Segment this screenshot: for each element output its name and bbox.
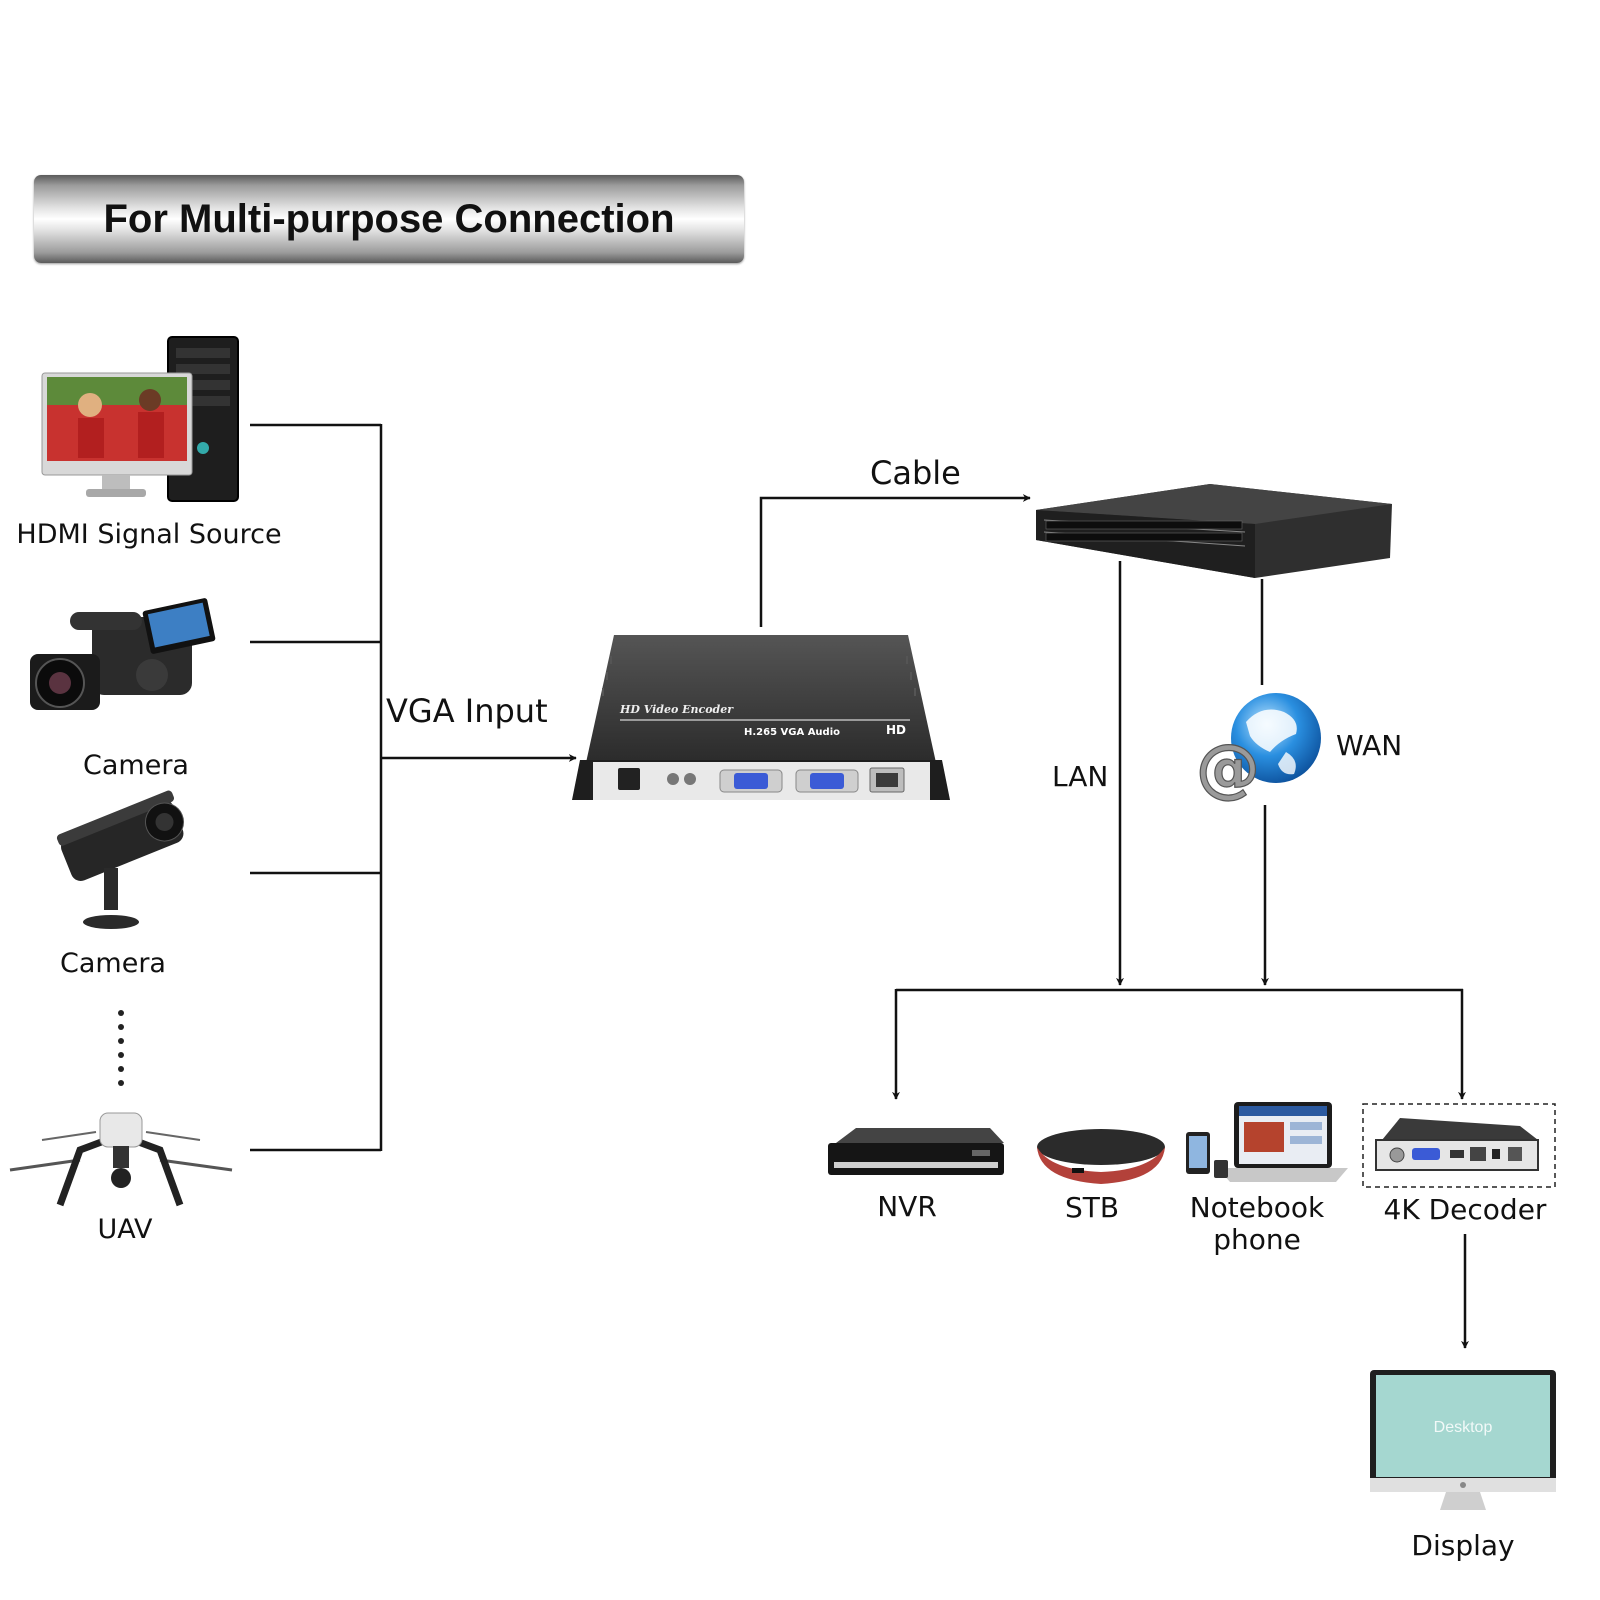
more-sources-dots [118,1010,124,1086]
cctv-camera-icon [56,790,185,929]
encoder-features-label: H.265 VGA Audio [744,727,840,738]
cable-arrow [759,494,1031,627]
decoder-highlight-box [1362,1103,1556,1188]
nvr-label: NVR [877,1190,937,1223]
video-encoder-device: HD Video Encoder H.265 VGA Audio HD [572,635,950,800]
camcorder-icon [30,598,216,710]
hdmi-source-label: HDMI Signal Source [16,519,281,550]
encoder-model-label: HD Video Encoder [619,703,734,716]
svg-text:@: @ [1196,732,1260,806]
decoder-device [1375,1118,1539,1171]
cable-label: Cable [870,454,961,492]
page-title: For Multi-purpose Connection [103,196,675,241]
display-screen-text: Desktop [1434,1419,1493,1436]
notebook-label: Notebook [1190,1191,1325,1224]
uav-label: UAV [98,1214,154,1245]
nvr-device [828,1128,1004,1175]
camera-label-1: Camera [83,750,189,781]
output-bus-lines [892,988,1466,1100]
display-monitor-device: Desktop [1370,1370,1556,1510]
title-banner: For Multi-purpose Connection [34,175,744,263]
phone-label: phone [1213,1223,1301,1256]
encoder-hd-badge: HD [886,723,906,737]
stb-device [1037,1129,1165,1184]
wan-label: WAN [1336,729,1402,762]
lan-label: LAN [1052,760,1108,793]
hdmi-source-icon [41,336,239,502]
camera-label-2: Camera [60,948,166,979]
vga-input-label: VGA Input [386,692,548,730]
decoder-label: 4K Decoder [1384,1193,1547,1226]
drone-icon [9,1112,233,1207]
stb-label: STB [1065,1191,1119,1224]
source-bus-lines [250,423,383,1152]
network-switch-device [1036,484,1392,578]
display-label: Display [1411,1529,1514,1562]
internet-globe-icon: @ [1195,693,1321,807]
laptop-phone-device [1186,1102,1348,1182]
